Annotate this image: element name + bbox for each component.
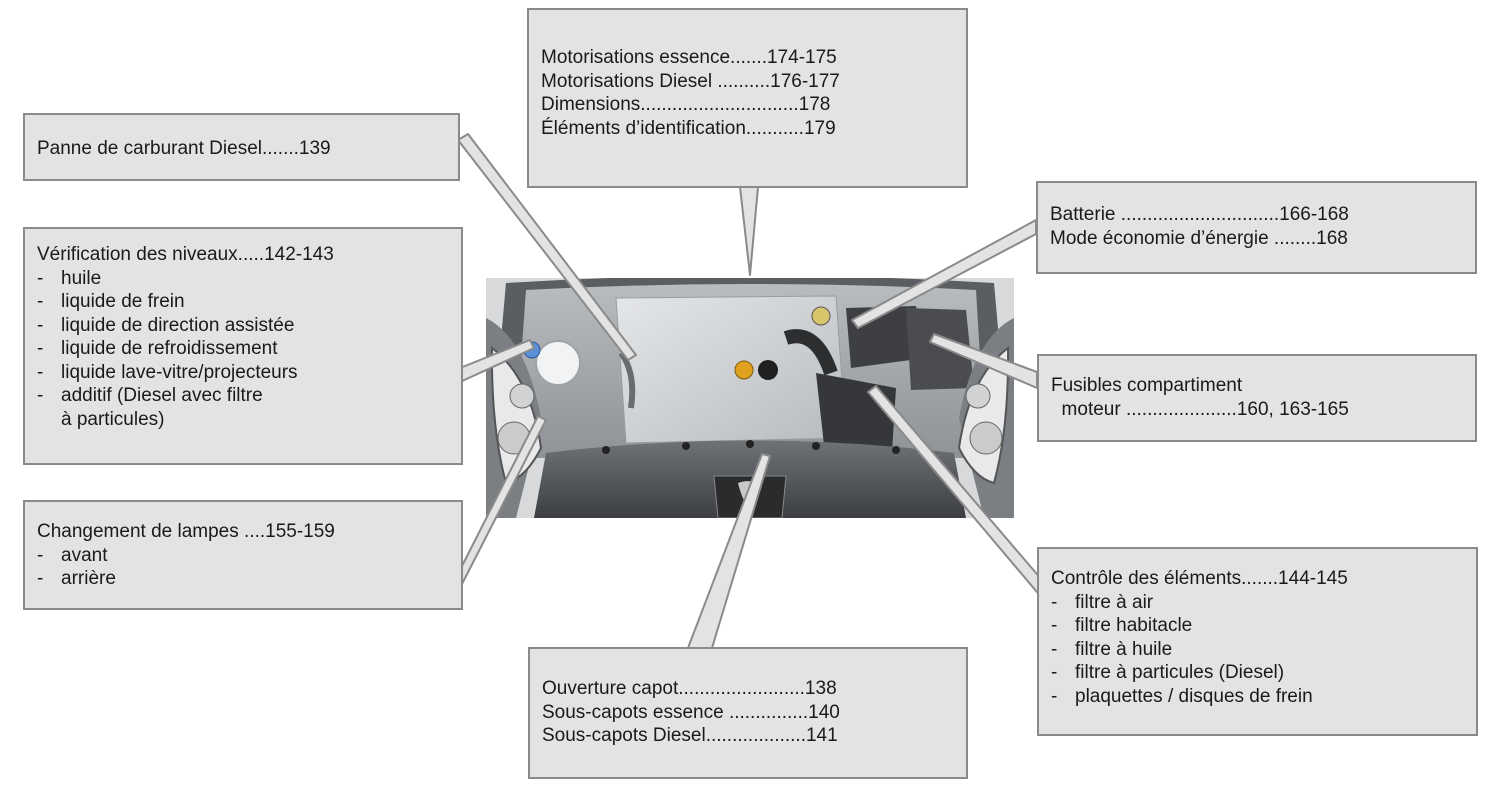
engine-bay-photo — [486, 278, 1014, 518]
callout-bonnet: Ouverture capot........................1… — [528, 647, 968, 779]
list-item: -huile — [37, 267, 102, 289]
callout-line: Sous-capots essence ...............140 — [542, 701, 840, 723]
list-item: -filtre à particules (Diesel) — [1051, 662, 1285, 683]
list-item: -filtre à huile — [1051, 638, 1173, 660]
callout-line: Mode économie d’énergie ........168 — [1050, 227, 1348, 249]
list-item: -additif (Diesel avec filtre — [37, 385, 263, 406]
callout-line: Batterie ..............................1… — [1050, 204, 1349, 225]
callout-title: Contrôle des éléments.......144-145 — [1051, 568, 1348, 589]
list-item: -arrière — [37, 568, 116, 589]
callout-line: Ouverture capot........................1… — [542, 678, 837, 699]
leader-engines — [739, 186, 759, 276]
callout-fuel: Panne de carburant Diesel.......139 — [23, 113, 460, 181]
callout-line: Motorisations Diesel ..........176-177 — [541, 70, 840, 92]
list-item: -liquide de frein — [37, 291, 185, 312]
callout-line: moteur .....................160, 163-165 — [1051, 398, 1349, 420]
list-item: -liquide lave-vitre/projecteurs — [37, 361, 298, 383]
list-item: -filtre habitacle — [1051, 615, 1193, 636]
callout-battery: Batterie ..............................1… — [1036, 181, 1477, 274]
callout-line: Éléments d’identification...........179 — [541, 117, 836, 139]
list-item: -plaquettes / disques de frein — [1051, 685, 1313, 707]
callout-engines: Motorisations essence.......174-175 Moto… — [527, 8, 968, 188]
callout-line: Panne de carburant Diesel.......139 — [37, 138, 331, 159]
list-item: -avant — [37, 544, 108, 566]
list-item: -liquide de refroidissement — [37, 338, 278, 359]
callout-levels: Vérification des niveaux.....142-143 -hu… — [23, 227, 463, 465]
callout-title: Vérification des niveaux.....142-143 — [37, 244, 334, 265]
callout-title: Changement de lampes ....155-159 — [37, 521, 335, 542]
callout-checks: Contrôle des éléments.......144-145 -fil… — [1037, 547, 1478, 736]
list-item: -liquide de direction assistée — [37, 314, 295, 336]
callout-line: Fusibles compartiment — [1051, 375, 1243, 396]
callout-line: Dimensions..............................… — [541, 94, 831, 115]
callout-line: Sous-capots Diesel...................141 — [542, 725, 838, 746]
callout-lamps: Changement de lampes ....155-159 -avant … — [23, 500, 463, 610]
list-item: -filtre à air — [1051, 591, 1154, 613]
callout-fuses: Fusibles compartiment moteur ...........… — [1037, 354, 1477, 442]
callout-line: Motorisations essence.......174-175 — [541, 47, 837, 68]
list-item-continuation: à particules) — [61, 408, 165, 430]
